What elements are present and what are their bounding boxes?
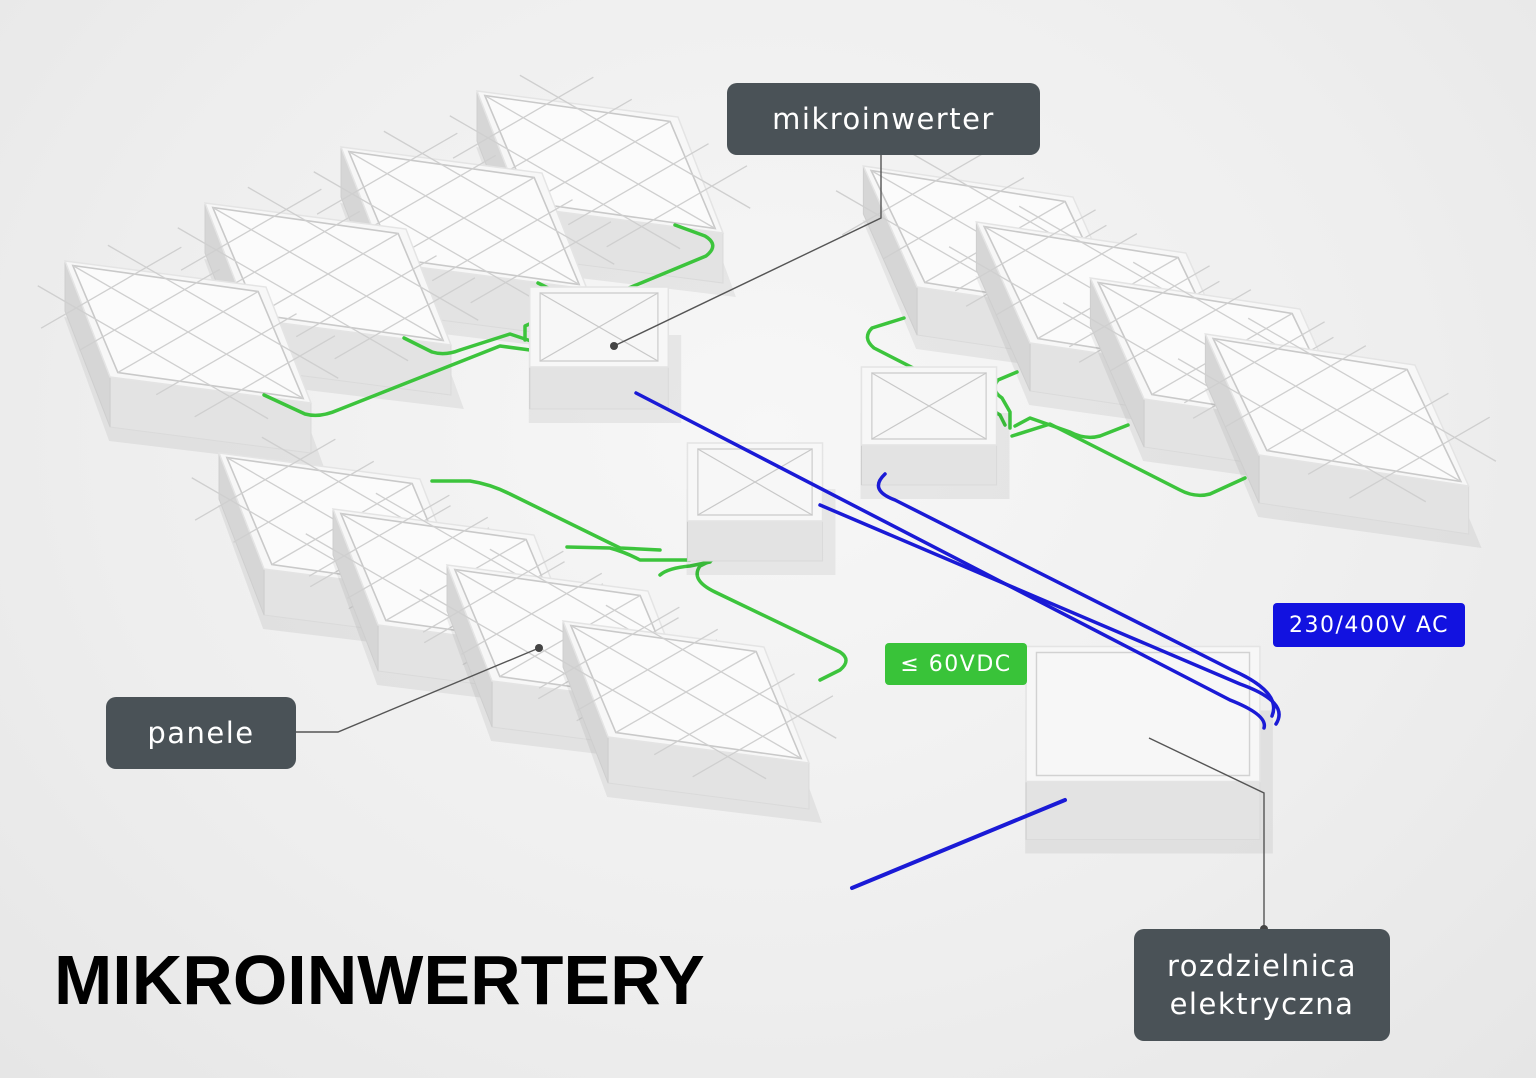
cell-line [570,624,802,760]
cell-line [484,94,716,230]
dc-cable [1013,416,1130,440]
ac-cable [634,391,1267,730]
leader-line [296,647,540,733]
microinverter-box [860,366,1010,499]
cell-line [348,150,580,286]
solar-panel [1177,317,1497,548]
side-left [1025,781,1261,840]
cell-line [107,244,339,379]
microinverter-label: mikroinwerter [727,83,1040,155]
apex-line [598,292,659,328]
cell-line [177,227,409,362]
cell-line [449,115,681,250]
leader-line [613,155,882,347]
apex-line [928,405,987,440]
ac-cable [818,503,1281,726]
leader-line [1148,737,1265,929]
panels-label: panele [106,697,296,769]
cell-line [1212,337,1462,483]
cell-line [212,206,444,342]
dc-cable [695,554,848,682]
apex-line [598,326,659,362]
microinverter-box [528,286,682,423]
page-title: MIKROINWERTERY [54,941,705,1019]
switchboard-label-line1: rozdzielnica [1167,949,1357,983]
apex-line [871,405,930,440]
dc-cable [658,560,712,577]
ac-voltage-badge: 230/400V AC [1273,603,1465,647]
apex-line [539,326,600,362]
side-left [686,520,824,562]
cell-line [383,130,615,265]
solar-panel [37,244,339,467]
cell-line [313,171,545,306]
solar-panel [535,604,837,823]
apex-line [871,372,930,407]
apex-line [697,481,756,516]
side-left [529,366,669,410]
switchboard-label-line2: elektryczna [1169,987,1355,1021]
dc-cable [1010,422,1247,498]
apex-line [539,292,600,328]
cell-line [247,186,479,321]
switchboard-label: rozdzielnica elektryczna [1134,929,1390,1041]
switchboard-box [1025,645,1273,854]
dc-cable [430,479,662,552]
ac-cable [850,798,1067,890]
dc-cable [554,223,715,334]
microinverter-box [686,442,836,575]
apex-line [697,448,756,483]
apex-line [754,448,813,483]
cell-line [519,74,751,209]
cell-line [535,645,767,780]
leader-dot [610,342,618,350]
dc-cable [565,545,692,562]
apex-line [928,372,987,407]
lid-outline [1035,651,1251,777]
dc-cable [262,344,532,418]
leader-dot [535,644,543,652]
apex-line [754,481,813,516]
cell-line [605,604,837,739]
cell-line [1177,358,1427,503]
cell-line [37,285,269,420]
cell-line [72,264,304,400]
cell-line [1247,317,1497,462]
dc-cable [402,332,542,356]
dc-voltage-badge: ≤ 60VDC [885,643,1027,685]
